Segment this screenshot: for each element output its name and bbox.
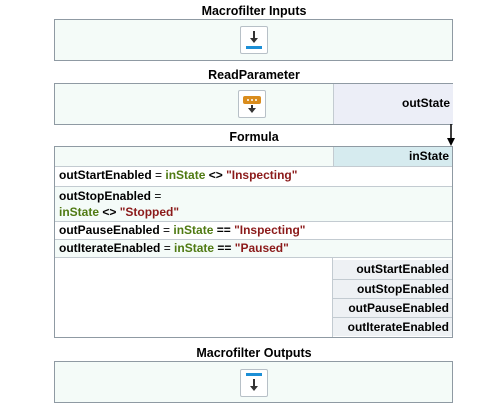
- formula-equals: =: [159, 223, 174, 237]
- download-arrow-icon: [246, 31, 262, 49]
- inputs-icon-button[interactable]: [240, 26, 268, 54]
- formula-equals: =: [160, 241, 175, 255]
- formula-string: "Stopped": [119, 205, 180, 219]
- formula-equals: =: [151, 168, 166, 182]
- formula-title: Formula: [229, 130, 279, 144]
- formula-string: "Inspecting": [234, 223, 306, 237]
- read-parameter-icon: [243, 96, 261, 113]
- out-pause-enabled-port[interactable]: outPauseEnabled: [333, 298, 452, 317]
- formula-line[interactable]: outPauseEnabled = inState == "Inspecting…: [55, 221, 452, 239]
- formula-variable: inState: [173, 223, 214, 237]
- formula-target: outStartEnabled: [59, 168, 152, 182]
- outputs-title: Macrofilter Outputs: [196, 346, 312, 360]
- formula-string: "Paused": [234, 241, 289, 255]
- upload-arrow-icon: [246, 373, 262, 391]
- read-parameter-icon-button[interactable]: [238, 90, 266, 118]
- formula-equals: =: [151, 189, 162, 203]
- formula-operator: ==: [213, 223, 235, 237]
- out-start-enabled-port[interactable]: outStartEnabled: [333, 260, 452, 279]
- formula-variable: inState: [59, 205, 100, 219]
- formula-operator: <>: [205, 168, 227, 182]
- formula-operator: ==: [214, 241, 235, 255]
- outputs-icon-button[interactable]: [240, 369, 268, 397]
- formula-variable: inState: [174, 241, 215, 255]
- formula-target: outPauseEnabled: [59, 223, 160, 237]
- in-state-port[interactable]: inState: [333, 147, 452, 166]
- formula-string: "Inspecting": [226, 168, 298, 182]
- out-state-port[interactable]: outState: [402, 96, 450, 110]
- read-parameter-output-area: [333, 84, 453, 124]
- connection-arrow: [447, 124, 455, 146]
- macrofilter-inputs-block[interactable]: [54, 19, 453, 61]
- formula-line[interactable]: outStopEnabled = inState <> "Stopped": [55, 186, 452, 221]
- formula-target: outStopEnabled: [59, 189, 151, 203]
- out-iterate-enabled-port[interactable]: outIterateEnabled: [333, 317, 452, 336]
- read-parameter-block[interactable]: outState: [54, 83, 453, 125]
- formula-operator: <>: [99, 205, 120, 219]
- macrofilter-outputs-block[interactable]: [54, 361, 453, 403]
- out-stop-enabled-port[interactable]: outStopEnabled: [333, 279, 452, 298]
- formula-line[interactable]: outStartEnabled = inState <> "Inspecting…: [55, 166, 452, 186]
- outputs-divider: [332, 258, 333, 337]
- formula-input-spacer: [55, 147, 333, 166]
- inputs-title: Macrofilter Inputs: [201, 4, 307, 18]
- formula-line[interactable]: outIterateEnabled = inState == "Paused": [55, 239, 452, 258]
- formula-variable: inState: [165, 168, 206, 182]
- read-parameter-title: ReadParameter: [208, 68, 300, 82]
- formula-target: outIterateEnabled: [59, 241, 161, 255]
